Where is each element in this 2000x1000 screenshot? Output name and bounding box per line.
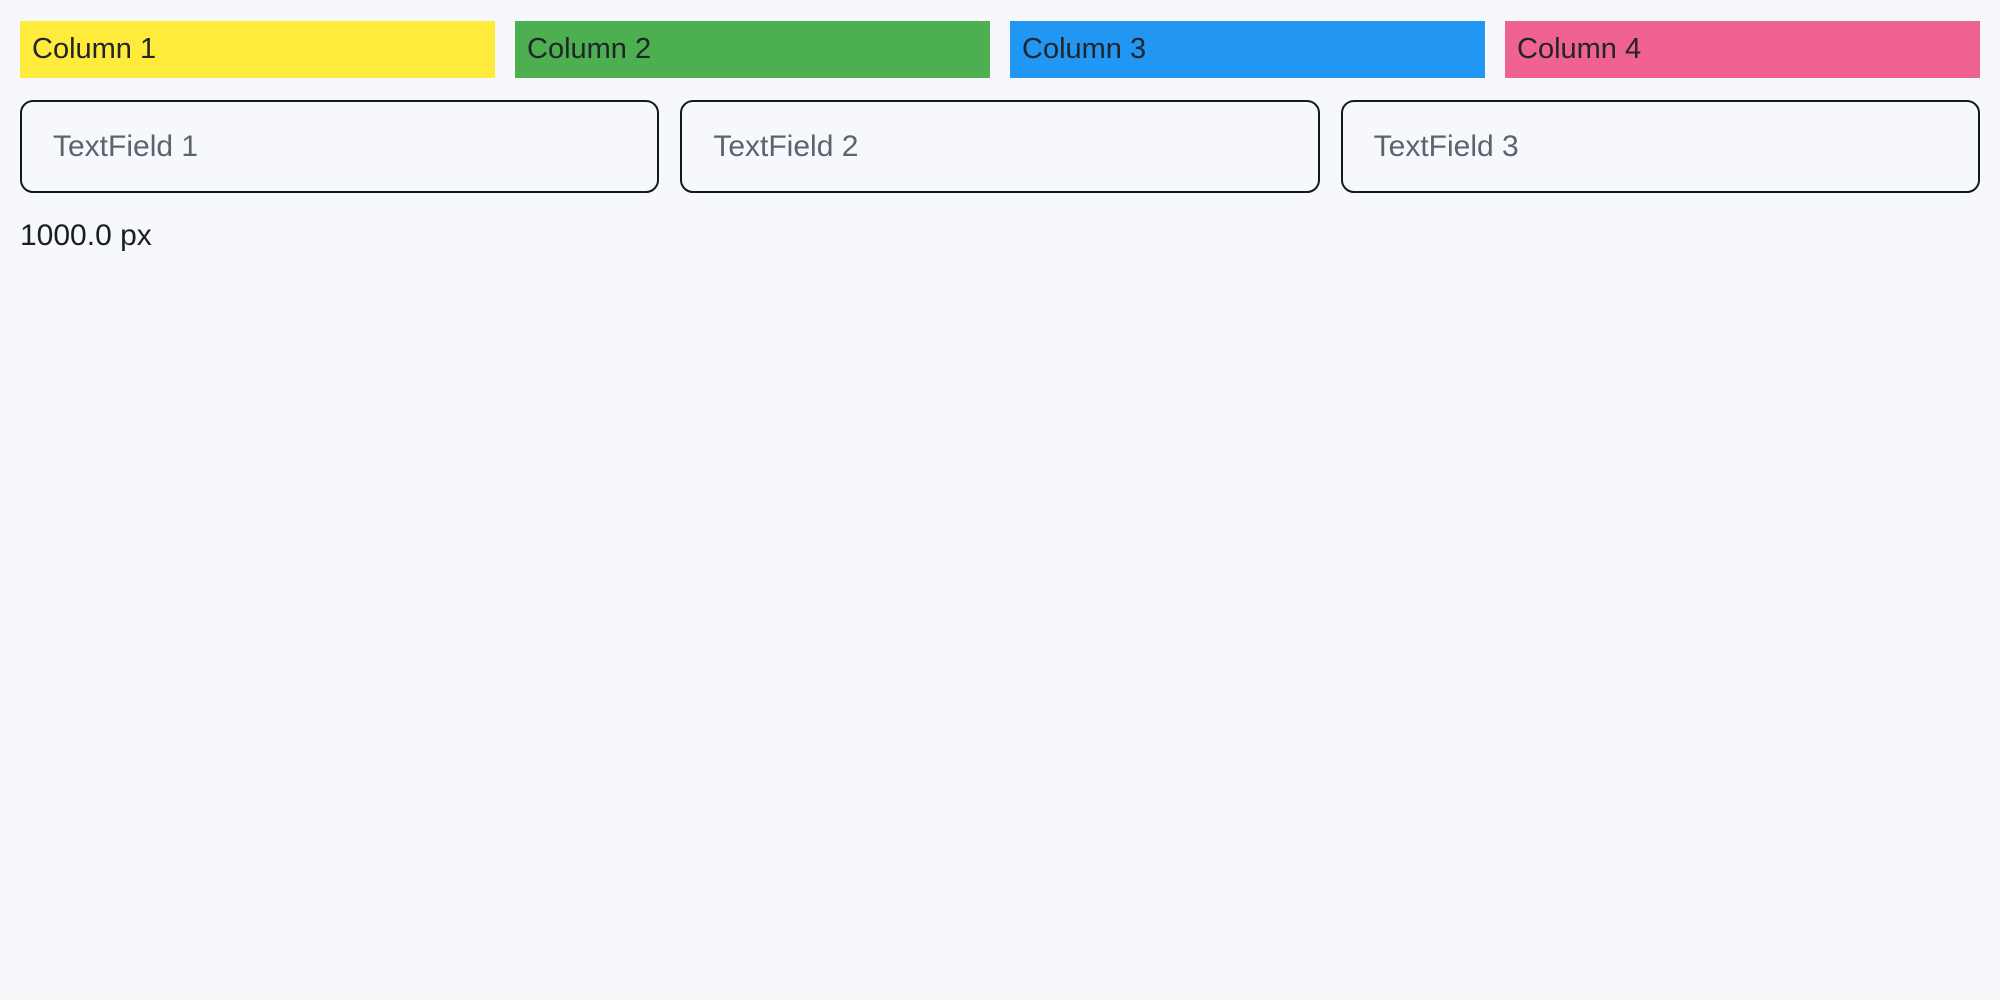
textfield-1[interactable] — [20, 100, 660, 193]
textfields-row — [20, 100, 1980, 193]
column-2: Column 2 — [515, 21, 990, 78]
column-2-label: Column 2 — [527, 33, 652, 65]
width-readout-label: 1000.0 px — [20, 219, 152, 252]
column-3-label: Column 3 — [1022, 33, 1147, 65]
textfield-2[interactable] — [680, 100, 1320, 193]
column-4: Column 4 — [1505, 21, 1980, 78]
column-3: Column 3 — [1010, 21, 1485, 78]
column-1: Column 1 — [20, 21, 495, 78]
columns-row: Column 1 Column 2 Column 3 Column 4 — [20, 21, 1980, 78]
column-1-label: Column 1 — [32, 33, 157, 65]
textfield-3[interactable] — [1340, 100, 1980, 193]
column-4-label: Column 4 — [1517, 33, 1642, 65]
